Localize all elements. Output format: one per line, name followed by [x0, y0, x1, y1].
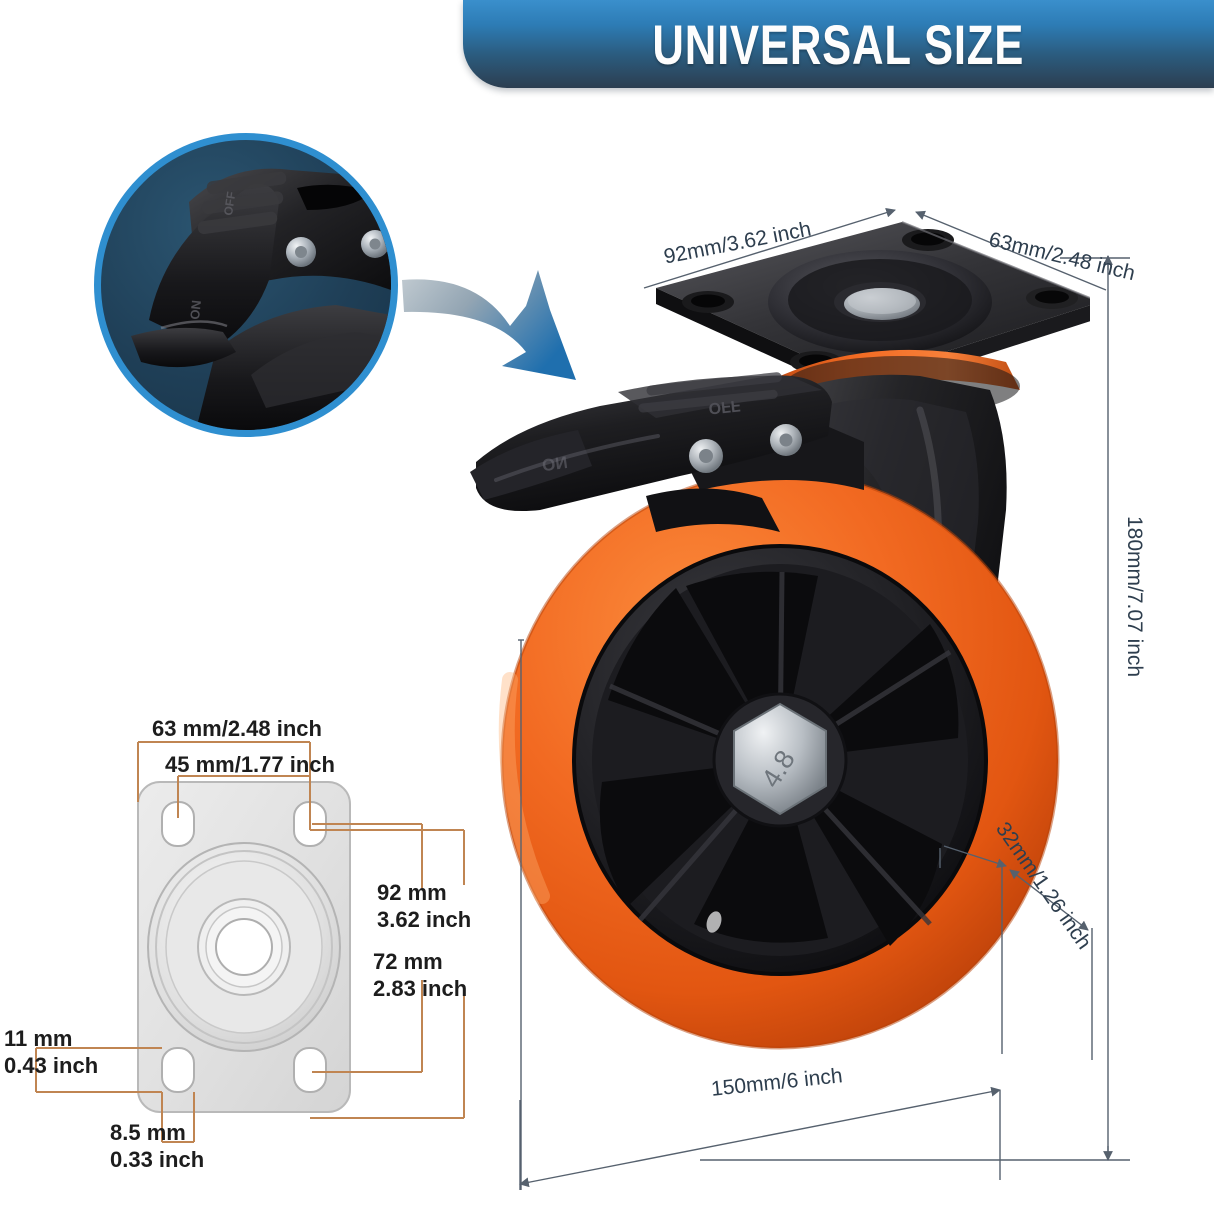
brake-off-label: OFF [708, 396, 742, 416]
pointer-arrow [402, 270, 576, 380]
brake-closeup-inset: OFF ON [94, 133, 398, 437]
plate-dimension-lines [35, 741, 465, 1143]
mounting-plate-diagram [35, 741, 465, 1143]
label-slot-width: 8.5 mm 0.33 inch [110, 1120, 204, 1174]
caster-wheel: 4.8 [498, 470, 1060, 1050]
label-total-height: 180mm/7.07 inch [1123, 516, 1146, 678]
label-line2: 0.43 inch [4, 1052, 99, 1078]
label-line1: 11 mm [4, 1026, 73, 1051]
inset-off-label: OFF [221, 191, 238, 217]
label-plate-height: 92 mm 3.62 inch [377, 880, 471, 934]
axle-hex-bolt: 4.8 [733, 702, 827, 816]
label-line1: 72 mm [373, 949, 443, 974]
caster-product-illustration: 4.8 OFF ON [470, 221, 1090, 1050]
label-hole-spacing-inner: 45 mm/1.77 inch [165, 752, 335, 779]
label-line1: 92 mm [377, 880, 447, 905]
plate-mounting-slots [161, 801, 327, 1093]
label-slot-length: 11 mm 0.43 inch [4, 1026, 98, 1080]
brake-on-label: ON [541, 452, 569, 474]
brake-closeup-illustration: OFF ON [131, 168, 391, 430]
brake-lever: OFF ON [470, 372, 864, 532]
plate-raceway [147, 842, 341, 1052]
label-hole-span-vertical: 72 mm 2.83 inch [373, 949, 467, 1003]
label-line1: 63 mm/2.48 inch [152, 716, 322, 741]
label-line1: 45 mm/1.77 inch [165, 752, 335, 777]
banner-title: UNIVERSAL SIZE [652, 12, 1025, 76]
label-line2: 2.83 inch [373, 975, 468, 1001]
header-banner: UNIVERSAL SIZE [463, 0, 1214, 88]
label-line2: 3.62 inch [377, 906, 472, 932]
label-line2: 0.33 inch [110, 1146, 205, 1172]
inset-on-label: ON [187, 299, 204, 320]
label-line1: 8.5 mm [110, 1120, 186, 1145]
label-hole-spacing-outer: 63 mm/2.48 inch [152, 716, 322, 743]
